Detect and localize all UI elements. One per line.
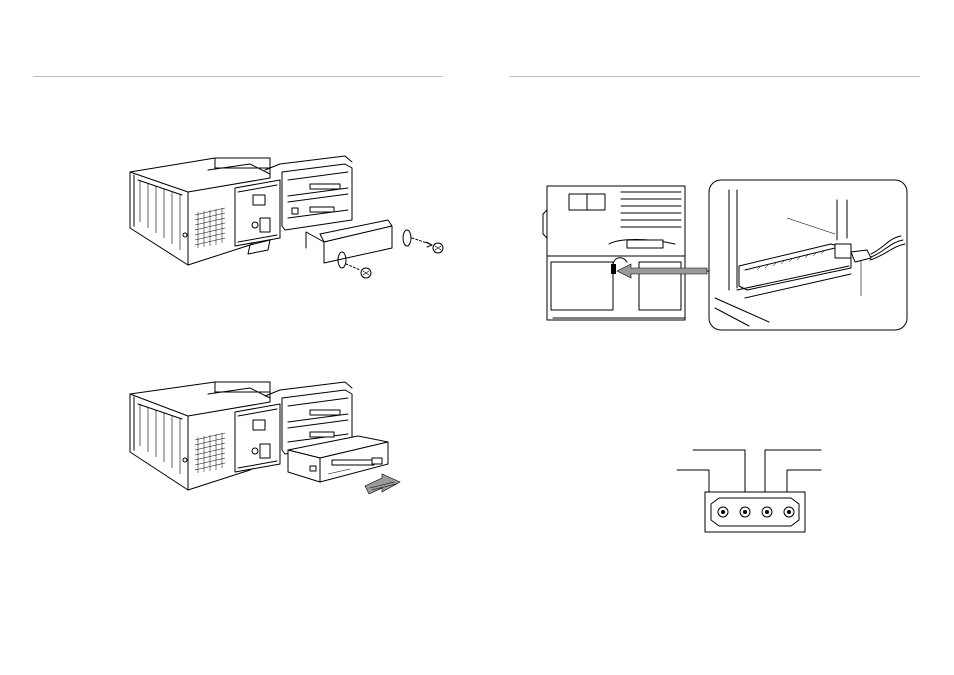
screw-icon [361,268,371,278]
cable-connection-illustration [539,178,911,334]
detail-callout [709,180,907,330]
right-page [477,0,954,675]
drive-bay-cage [235,180,280,254]
left-page [0,0,477,675]
remove-bracket-illustration [120,150,460,295]
arrow-right-icon [365,474,400,494]
bay-cover-bracket [306,220,392,263]
power-connector-pinout [673,440,833,536]
header-rule-right [510,76,920,77]
system-unit [543,186,685,320]
header-rule-left [33,76,443,77]
drive-bay-cage [235,404,280,472]
insert-drive-illustration [120,378,420,508]
screw-icon [433,243,443,253]
